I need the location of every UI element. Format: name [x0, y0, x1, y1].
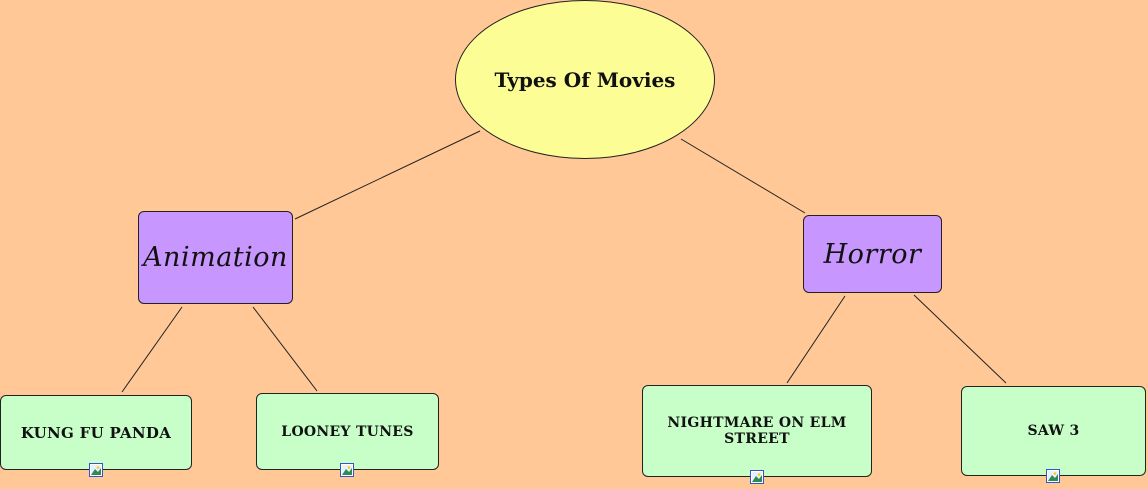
leaf-node-looney-tunes[interactable]: Looney Tunes [256, 393, 439, 470]
connector-animation-looney [252, 306, 318, 392]
connector-root-horror [680, 138, 806, 214]
category-node-animation[interactable]: Animation [138, 211, 293, 304]
category-label: Horror [823, 238, 922, 270]
leaf-label: Looney Tunes [281, 423, 414, 440]
connector-animation-kungfu [121, 306, 183, 393]
leaf-node-nightmare-on-elm-street[interactable]: Nightmare On Elm Street [642, 385, 872, 477]
leaf-label: Kung Fu Panda [20, 423, 172, 442]
leaf-label: Saw 3 [1027, 423, 1080, 439]
image-attachment-icon[interactable] [340, 463, 354, 477]
leaf-label: Nightmare On Elm Street [667, 415, 847, 447]
image-attachment-icon[interactable] [750, 470, 764, 484]
root-label: Types Of Movies [494, 67, 676, 92]
image-attachment-icon[interactable] [1046, 469, 1060, 483]
leaf-node-saw-3[interactable]: Saw 3 [961, 386, 1146, 476]
category-node-horror[interactable]: Horror [803, 215, 942, 293]
connector-root-animation [294, 130, 481, 220]
connector-horror-saw [913, 294, 1007, 384]
category-label: Animation [143, 242, 288, 273]
root-node[interactable]: Types Of Movies [455, 0, 715, 159]
image-attachment-icon[interactable] [89, 463, 103, 477]
leaf-node-kung-fu-panda[interactable]: Kung Fu Panda [0, 395, 192, 470]
connector-horror-nightmare [786, 295, 846, 384]
